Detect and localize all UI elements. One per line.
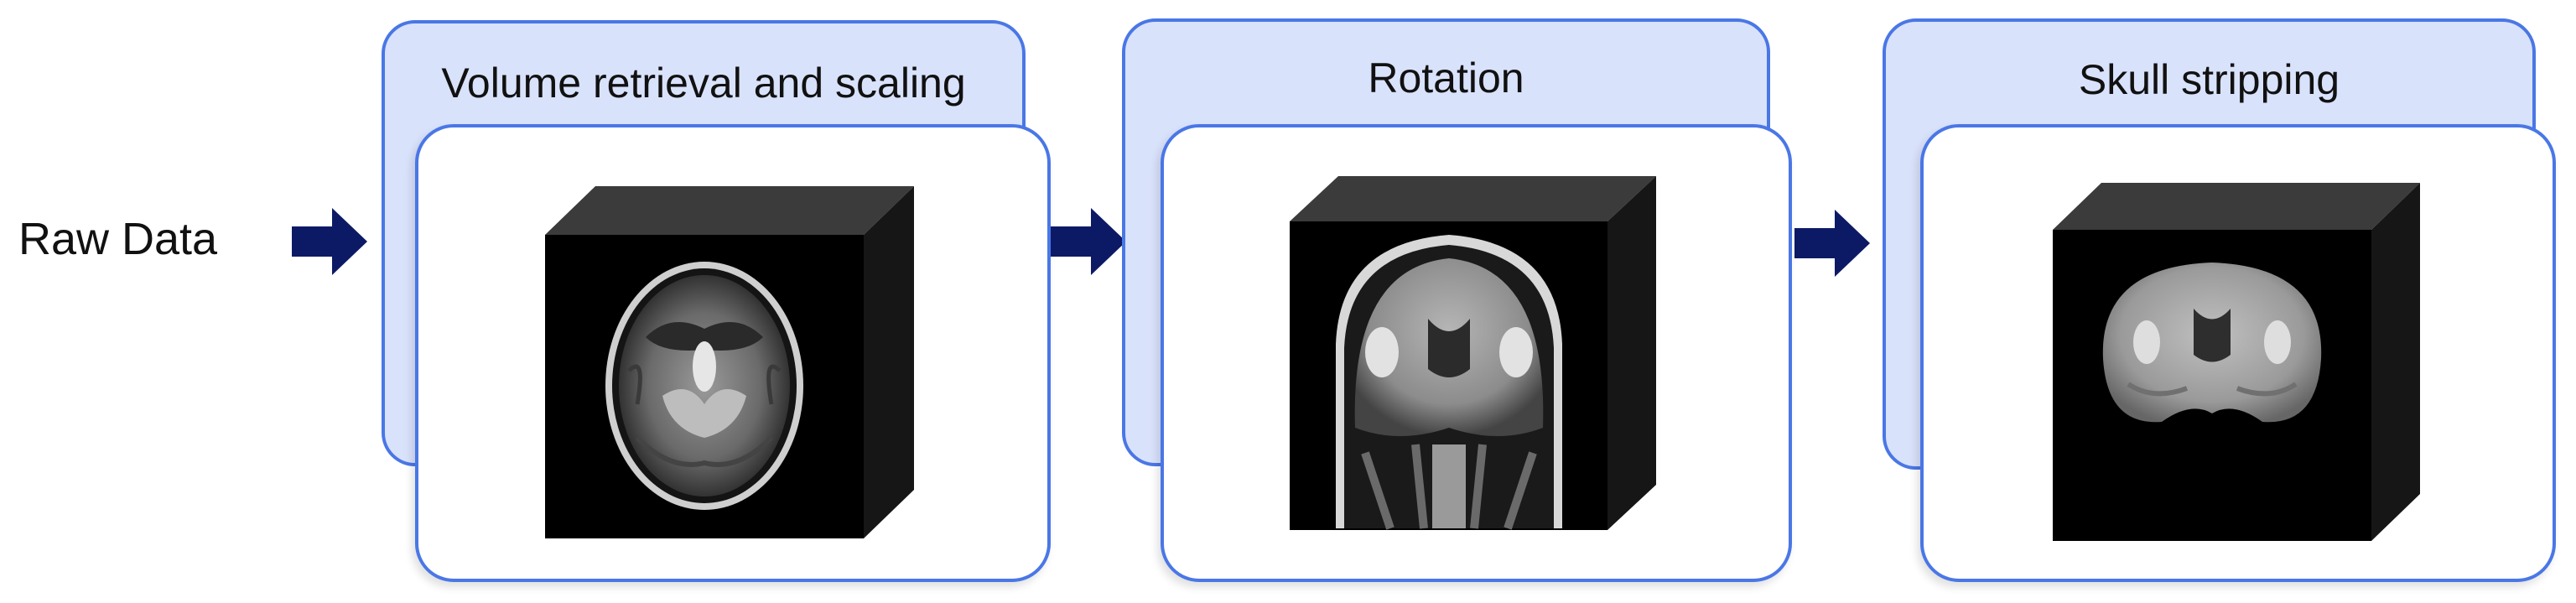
axial-brain-mri-volume-icon [545, 186, 914, 538]
stage-1-title: Volume retrieval and scaling [441, 60, 966, 107]
stage-3-title: Skull stripping [2078, 56, 2340, 103]
coronal-brain-mri-volume-icon [1290, 176, 1656, 530]
flow-arrow-icon [1051, 208, 1126, 275]
skull-stripped-brain-volume-icon [2053, 183, 2420, 541]
raw-data-label: Raw Data [18, 214, 218, 264]
stage-2-title: Rotation [1368, 55, 1524, 101]
flow-arrow-icon [292, 208, 367, 275]
flow-arrow-icon [1794, 210, 1870, 277]
